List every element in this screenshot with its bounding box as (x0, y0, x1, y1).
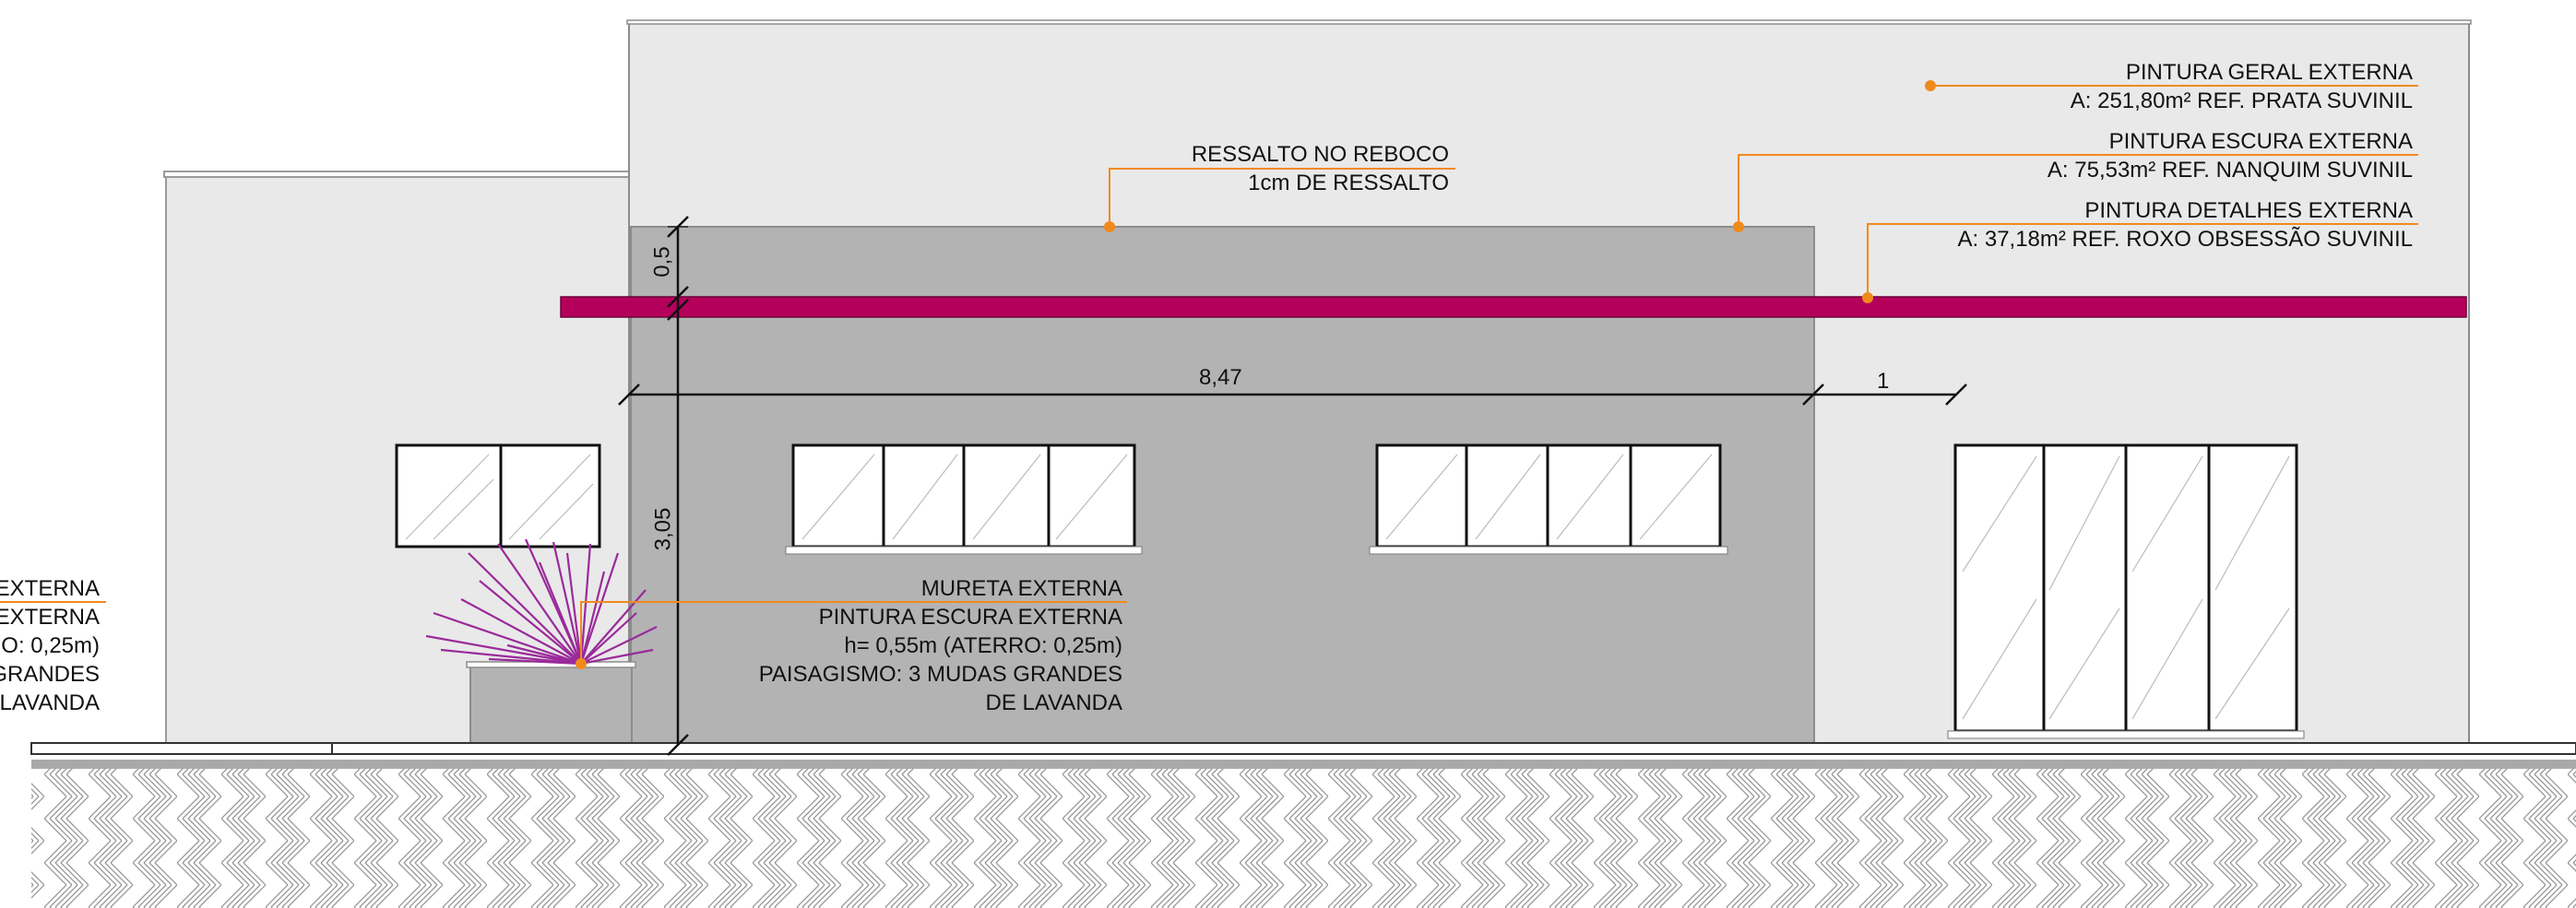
dimension-wall-width: 8,47 (1199, 365, 1242, 390)
label-mureta-title: MURETA EXTERNA (920, 576, 1122, 601)
label-ressalto-detail: 1cm DE RESSALTO (1248, 171, 1449, 195)
sliding-door (1947, 443, 2305, 739)
ground-line (30, 742, 2576, 769)
dimension-band-height: 0,5 (649, 246, 675, 277)
label-pintura-geral: PINTURA GERAL EXTERNA A: 251,80m² REF. P… (2071, 58, 2413, 115)
annotation-leaders (0, 80, 2418, 669)
label-left-cut: EXTERNA EXTERNA O: 0,25m) GRANDES LAVAND… (0, 574, 100, 717)
detail-paint-band (560, 296, 2467, 318)
label-pintura-geral-title: PINTURA GERAL EXTERNA (2125, 60, 2413, 85)
label-left-cut-line4: GRANDES (0, 662, 100, 687)
planter-wall (469, 665, 633, 746)
window-center-left (785, 443, 1143, 555)
label-ressalto: RESSALTO NO REBOCO 1cm DE RESSALTO (1192, 140, 1449, 197)
label-pintura-escura-title: PINTURA ESCURA EXTERNA (2108, 129, 2413, 154)
lavender-plant-icon (425, 538, 658, 666)
label-mureta-landscaping: PAISAGISMO: 3 MUDAS GRANDES (758, 662, 1122, 687)
dimension-side-offset: 1 (1877, 369, 1890, 394)
window-left-annex (395, 443, 601, 548)
soil-hatch-area (31, 769, 2576, 908)
dimension-wall-height: 3,05 (650, 507, 676, 551)
label-left-cut-line2: EXTERNA (0, 605, 100, 630)
dimension-lines (618, 216, 1967, 756)
label-pintura-escura: PINTURA ESCURA EXTERNA A: 75,53m² REF. N… (2048, 127, 2413, 184)
label-mureta-plant: DE LAVANDA (985, 690, 1123, 715)
label-left-cut-line1: EXTERNA (0, 576, 100, 601)
label-left-cut-line3: O: 0,25m) (1, 633, 100, 658)
label-pintura-escura-detail: A: 75,53m² REF. NANQUIM SUVINIL (2047, 158, 2413, 183)
window-center-right (1369, 443, 1728, 555)
label-mureta-paint: PINTURA ESCURA EXTERNA (818, 605, 1122, 630)
label-pintura-geral-detail: A: 251,80m² REF. PRATA SUVINIL (2070, 88, 2413, 113)
label-ressalto-title: RESSALTO NO REBOCO (1191, 142, 1449, 167)
label-pintura-detalhes: PINTURA DETALHES EXTERNA A: 37,18m² REF.… (1958, 196, 2414, 254)
label-pintura-detalhes-title: PINTURA DETALHES EXTERNA (2084, 198, 2413, 223)
label-mureta-height: h= 0,55m (ATERRO: 0,25m) (844, 633, 1122, 658)
label-pintura-detalhes-detail: A: 37,18m² REF. ROXO OBSESSÃO SUVINIL (1957, 227, 2414, 252)
label-left-cut-line5: LAVANDA (0, 690, 100, 715)
label-mureta: MURETA EXTERNA PINTURA ESCURA EXTERNA h=… (759, 574, 1122, 717)
